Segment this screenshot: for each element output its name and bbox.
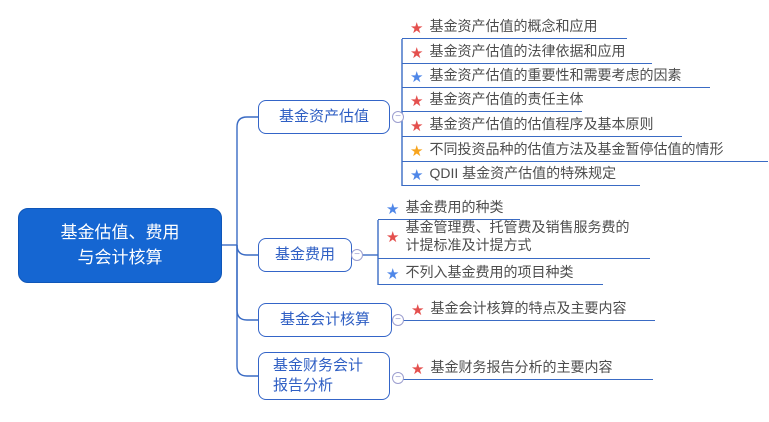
branch-node-financial-report-analysis[interactable]: 基金财务会计报告分析 (258, 352, 390, 400)
child-topic-label: 基金财务报告分析的主要内容 (430, 359, 613, 376)
star-icon: ★ (410, 20, 424, 37)
child-topic[interactable]: ★ 不列入基金费用的项目种类 (378, 260, 603, 285)
child-topic-label: 基金费用的种类 (405, 199, 504, 216)
collapse-button-branch-2[interactable]: − (351, 249, 363, 261)
star-icon: ★ (386, 266, 400, 283)
child-topic-label: 不同投资品种的估值方法及基金暂停估值的情形 (429, 141, 724, 158)
child-topic-label: 基金资产估值的重要性和需要考虑的因素 (429, 67, 682, 84)
child-topic[interactable]: ★ 基金会计核算的特点及主要内容 (403, 296, 655, 321)
branch-label: 基金费用 (274, 245, 335, 263)
star-icon: ★ (410, 143, 424, 160)
child-topic-label: 基金会计核算的特点及主要内容 (430, 300, 627, 317)
child-topic[interactable]: ★ 基金费用的种类 (378, 195, 520, 220)
star-icon: ★ (386, 201, 400, 218)
child-topic[interactable]: ★ 基金资产估值的法律依据和应用 (402, 39, 652, 64)
child-topic-label: 基金资产估值的估值程序及基本原则 (429, 116, 654, 133)
branch-node-asset-valuation[interactable]: 基金资产估值 (258, 100, 390, 134)
star-icon: ★ (410, 167, 424, 184)
collapse-button-branch-3[interactable]: − (392, 314, 404, 326)
collapse-button-branch-4[interactable]: − (392, 372, 404, 384)
branch-label: 基金资产估值 (278, 107, 369, 125)
star-icon: ★ (410, 118, 424, 135)
child-topic-label: 基金资产估值的责任主体 (429, 91, 584, 108)
root-node[interactable]: 基金估值、费用 与会计核算 (18, 208, 222, 283)
child-topic[interactable]: ★ 基金资产估值的责任主体 (402, 87, 584, 112)
child-topic[interactable]: ★ 基金财务报告分析的主要内容 (403, 355, 653, 380)
star-icon: ★ (411, 361, 425, 378)
star-icon: ★ (410, 93, 424, 110)
child-topic-label: QDII 基金资产估值的特殊规定 (429, 165, 617, 182)
child-topic[interactable]: ★ 基金资产估值的重要性和需要考虑的因素 (402, 63, 710, 88)
collapse-button-branch-1[interactable]: − (392, 111, 404, 123)
child-topic-label: 不列入基金费用的项目种类 (405, 264, 574, 281)
child-topic[interactable]: ★ 基金资产估值的估值程序及基本原则 (402, 112, 682, 137)
child-topic[interactable]: ★ 基金管理费、托管费及销售服务费的计提标准及计提方式 (378, 218, 650, 259)
root-label-line1: 基金估值、费用 (60, 222, 180, 242)
child-topic-label: 基金管理费、托管费及销售服务费的计提标准及计提方式 (405, 219, 630, 253)
branch-node-fund-accounting[interactable]: 基金会计核算 (258, 303, 392, 337)
child-topic[interactable]: ★ 基金资产估值的概念和应用 (402, 14, 627, 39)
star-icon: ★ (410, 69, 424, 86)
child-topic[interactable]: ★ 不同投资品种的估值方法及基金暂停估值的情形 (402, 137, 768, 162)
star-icon: ★ (411, 302, 425, 319)
star-icon: ★ (410, 45, 424, 62)
branch-node-fund-fees[interactable]: 基金费用 (258, 238, 352, 272)
branch-label: 基金会计核算 (279, 310, 370, 328)
child-topic-label: 基金资产估值的法律依据和应用 (429, 43, 626, 60)
root-label-line2: 与会计核算 (77, 247, 163, 267)
child-topic[interactable]: ★ QDII 基金资产估值的特殊规定 (402, 161, 640, 186)
branch-label: 基金财务会计报告分析 (273, 356, 364, 394)
star-icon: ★ (386, 228, 400, 246)
child-topic-label: 基金资产估值的概念和应用 (429, 18, 598, 35)
